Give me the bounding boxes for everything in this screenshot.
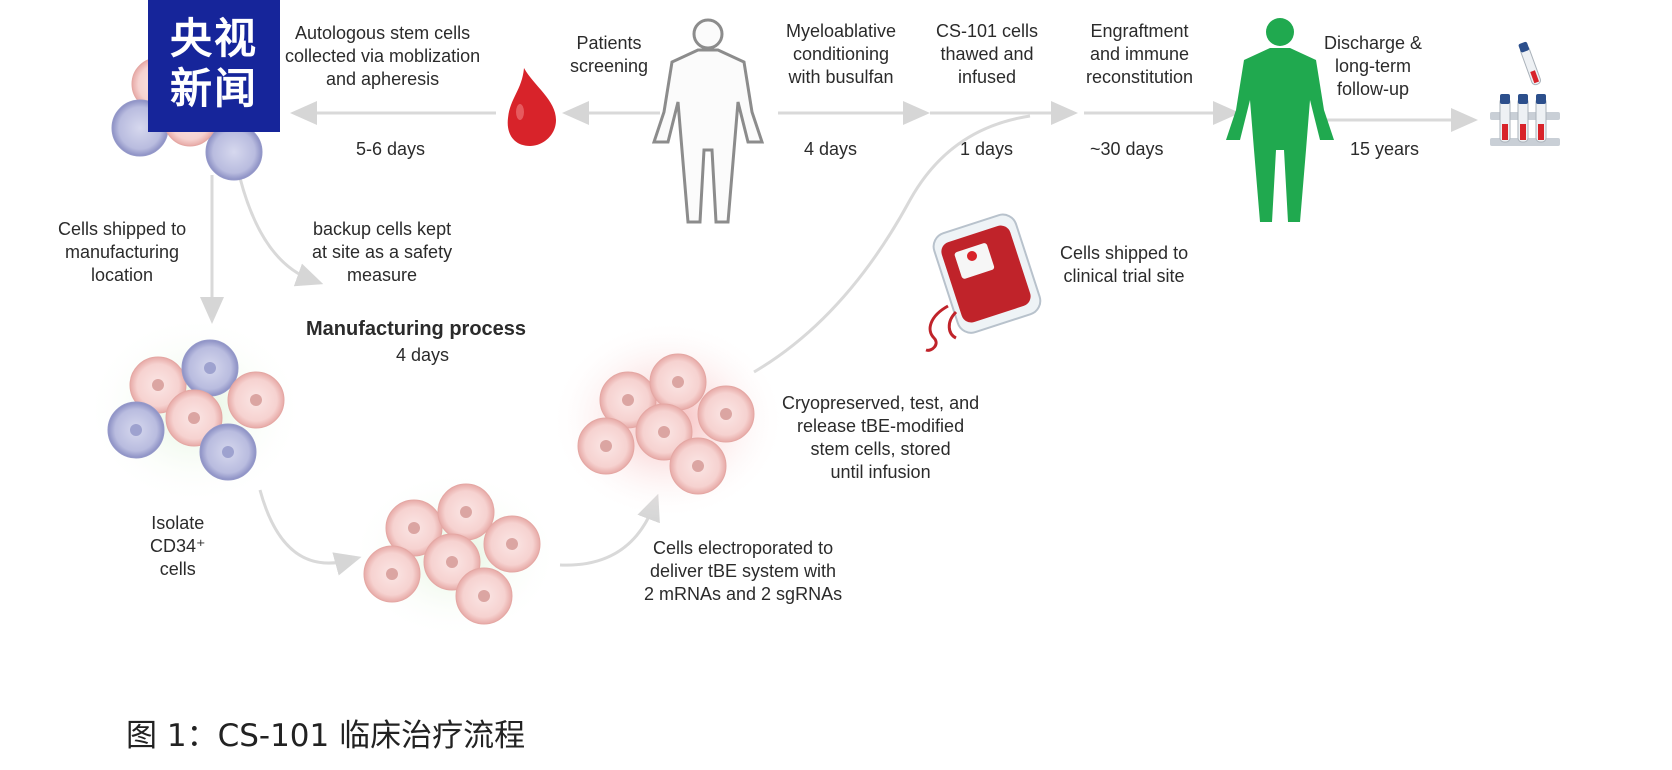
engraftment-label: Engraftment and immune reconstitution <box>1086 21 1194 87</box>
patient-recovered-icon <box>1226 18 1334 222</box>
manufacturing-duration: 4 days <box>396 345 450 365</box>
collection-duration: 5-6 days <box>356 139 426 159</box>
followup-label: Discharge & long-term follow-up <box>1324 33 1423 99</box>
shipped-to-manufacturing-label: Cells shipped to manufacturing location <box>58 219 187 285</box>
figure-caption: 图 1：CS-101 临床治疗流程 <box>126 718 526 754</box>
logo-line-2: 新闻 <box>169 64 258 113</box>
cd34-cells-cluster <box>350 470 560 640</box>
shipped-to-site-label: Cells shipped to clinical trial site <box>1060 243 1189 286</box>
backup-cells-label: backup cells kept at site as a safety me… <box>312 219 453 285</box>
screening-label: Patients screening <box>570 33 649 76</box>
infusion-label: CS-101 cells thawed and infused <box>936 21 1039 87</box>
engraftment-duration: ~30 days <box>1090 139 1164 159</box>
conditioning-duration: 4 days <box>804 139 858 159</box>
arrow-to-infusion-curve <box>753 114 1031 374</box>
arrow-isolate <box>258 489 362 576</box>
infusion-duration: 1 days <box>960 139 1014 159</box>
patient-outline-icon <box>651 18 765 224</box>
conditioning-label: Myeloablative conditioning with busulfan <box>786 21 897 87</box>
manufacturing-title: Manufacturing process <box>306 318 527 340</box>
isolate-label: Isolate CD34⁺ cells <box>150 513 206 579</box>
followup-duration: 15 years <box>1350 139 1420 159</box>
arrow-backup <box>238 177 324 287</box>
electroporation-label: Cells electroporated to deliver tBE syst… <box>644 538 843 604</box>
modified-cells-cluster <box>550 320 786 520</box>
cctv-news-logo: 央视 新闻 <box>148 0 280 132</box>
cryopreserved-label: Cryopreserved, test, and release tBE-mod… <box>782 393 980 482</box>
blood-bag-icon <box>925 213 1042 352</box>
logo-line-1: 央视 <box>169 14 258 63</box>
test-tubes-icon <box>1490 41 1560 146</box>
collection-label: Autologous stem cells collected via mobl… <box>285 23 481 89</box>
blood-drop-icon <box>507 68 556 146</box>
isolated-cells-cluster <box>85 314 305 506</box>
